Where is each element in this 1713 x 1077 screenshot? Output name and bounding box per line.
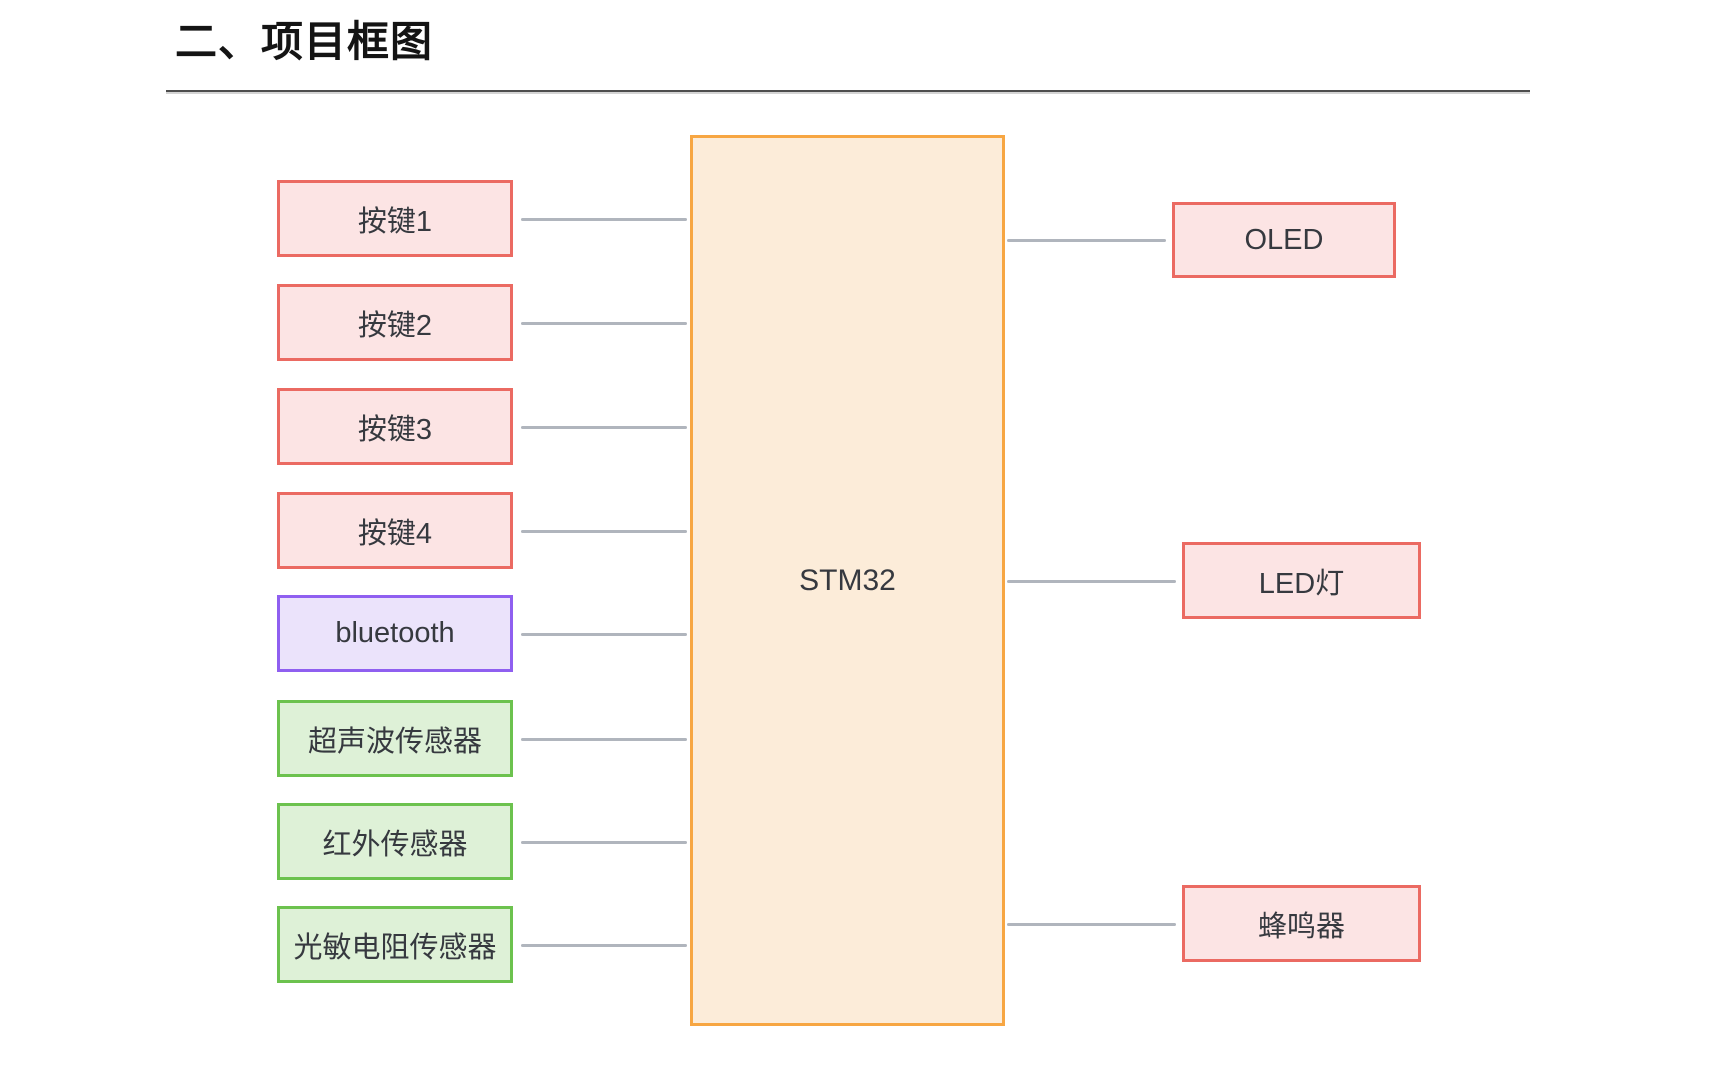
- connector-stm32-oled: [1007, 239, 1166, 242]
- page-title: 二、项目框图: [175, 18, 434, 65]
- connector-infrared-sensor-stm32: [521, 841, 687, 844]
- node-label-buzzer: 蜂鸣器: [1257, 910, 1345, 943]
- node-button-2: 按键2: [277, 284, 513, 361]
- node-button-4: 按键4: [277, 492, 513, 569]
- node-label-ultrasonic-sensor: 超声波传感器: [307, 725, 482, 758]
- node-buzzer: 蜂鸣器: [1182, 885, 1421, 962]
- node-stm32: STM32: [690, 135, 1005, 1026]
- node-label-button-1: 按键1: [357, 205, 433, 238]
- connector-stm32-buzzer: [1007, 923, 1176, 926]
- node-label-bluetooth: bluetooth: [335, 617, 455, 649]
- node-bluetooth: bluetooth: [277, 595, 513, 672]
- connector-button-3-stm32: [521, 426, 687, 429]
- node-label-button-4: 按键4: [357, 517, 433, 550]
- connector-ultrasonic-sensor-stm32: [521, 738, 687, 741]
- node-label-infrared-sensor: 红外传感器: [322, 828, 468, 861]
- node-label-led: LED灯: [1258, 567, 1345, 600]
- node-label-photoresistor-sensor: 光敏电阻传感器: [293, 931, 497, 964]
- node-label-button-3: 按键3: [357, 413, 433, 446]
- node-photoresistor-sensor: 光敏电阻传感器: [277, 906, 513, 983]
- node-label-button-2: 按键2: [357, 309, 433, 342]
- node-button-1: 按键1: [277, 180, 513, 257]
- node-oled: OLED: [1172, 202, 1396, 278]
- connector-button-4-stm32: [521, 530, 687, 533]
- node-label-stm32: STM32: [799, 563, 896, 597]
- connector-stm32-led: [1007, 580, 1176, 583]
- connector-button-1-stm32: [521, 218, 687, 221]
- node-label-oled: OLED: [1244, 223, 1324, 256]
- connector-button-2-stm32: [521, 322, 687, 325]
- node-led: LED灯: [1182, 542, 1421, 619]
- node-infrared-sensor: 红外传感器: [277, 803, 513, 880]
- node-button-3: 按键3: [277, 388, 513, 465]
- connector-bluetooth-stm32: [521, 633, 687, 636]
- node-ultrasonic-sensor: 超声波传感器: [277, 700, 513, 777]
- title-divider: [166, 90, 1530, 92]
- connector-photoresistor-sensor-stm32: [521, 944, 687, 947]
